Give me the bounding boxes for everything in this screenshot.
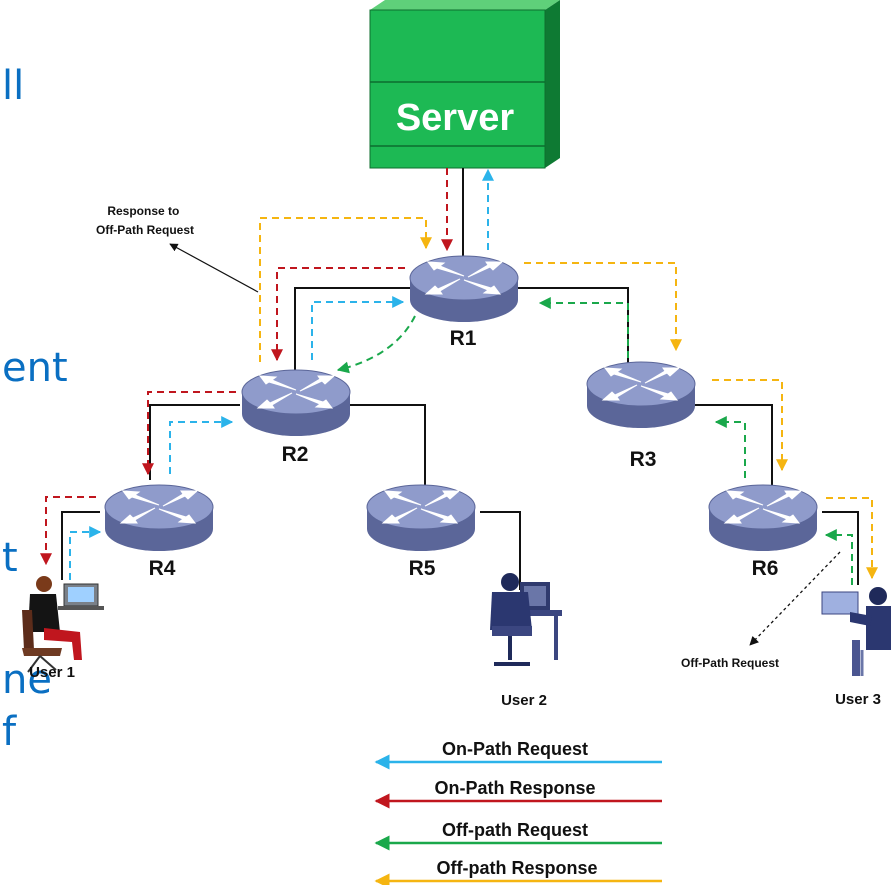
router-r4: R4 bbox=[104, 484, 214, 580]
user1-figure bbox=[22, 576, 104, 673]
legend-label: Off-path Response bbox=[436, 858, 597, 878]
router-r5: R5 bbox=[366, 484, 476, 580]
slide-text-fragment: ll bbox=[2, 63, 25, 109]
router-r6: R6 bbox=[708, 484, 818, 580]
user2-figure bbox=[490, 573, 562, 666]
router-r2: R2 bbox=[241, 369, 351, 466]
server-label: Server bbox=[396, 97, 515, 139]
legend-on-path-request: On-Path Request bbox=[374, 739, 662, 770]
slide-text-fragment: ne bbox=[2, 657, 52, 703]
legend-label: Off-path Request bbox=[442, 820, 588, 840]
legend-label: On-Path Response bbox=[434, 778, 595, 798]
legend: On-Path Request On-Path Response Off-pat… bbox=[374, 739, 662, 885]
user-label: User 2 bbox=[501, 692, 547, 709]
annotation-arrow bbox=[169, 243, 259, 293]
legend-off-path-response: Off-path Response bbox=[374, 858, 662, 885]
router-r3: R3 bbox=[586, 361, 696, 471]
router-label: R5 bbox=[409, 557, 436, 580]
router-label: R2 bbox=[282, 443, 309, 466]
user-label: User 1 bbox=[29, 664, 75, 681]
router-label: R6 bbox=[752, 557, 779, 580]
response-to-off-path-note: Response to Off-Path Request bbox=[96, 204, 194, 237]
server: Server bbox=[369, 0, 560, 169]
slide-text-fragment: f bbox=[2, 709, 17, 755]
legend-label: On-Path Request bbox=[442, 739, 588, 759]
router-label: R4 bbox=[149, 557, 176, 580]
user3-figure bbox=[821, 587, 891, 676]
slide-text-fragment: ent bbox=[2, 345, 68, 391]
router-label: R1 bbox=[450, 327, 477, 350]
user-label: User 3 bbox=[835, 691, 881, 708]
legend-off-path-request: Off-path Request bbox=[374, 820, 662, 851]
router-r1: R1 bbox=[409, 255, 519, 350]
links bbox=[61, 168, 859, 590]
slide-text-fragment: t bbox=[2, 535, 18, 581]
router-label: R3 bbox=[630, 448, 657, 471]
legend-on-path-response: On-Path Response bbox=[374, 778, 662, 809]
off-path-request-note: Off-Path Request bbox=[681, 656, 779, 670]
flow-arrows bbox=[40, 168, 878, 585]
